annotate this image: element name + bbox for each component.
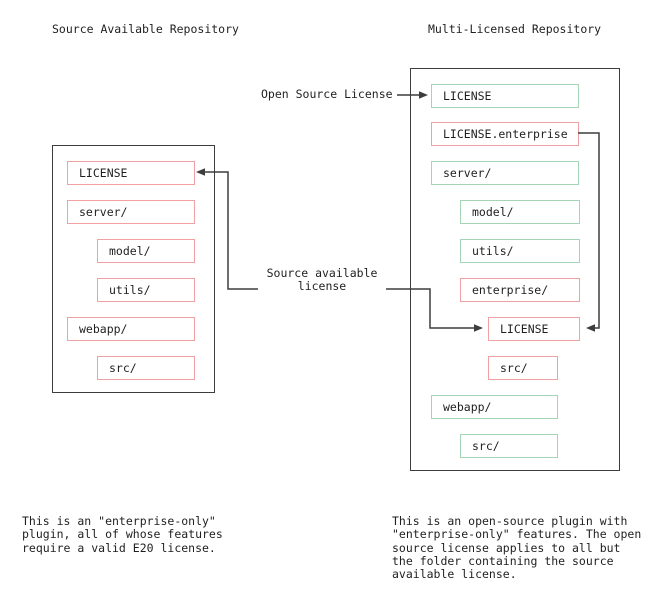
file-label: server/ (79, 205, 128, 219)
open-source-license-label: Open Source License (261, 87, 393, 101)
file-label: model/ (472, 205, 514, 219)
repo-item-utils: utils/ (97, 278, 195, 302)
source-available-license-label: Source available license (266, 266, 378, 293)
file-label: LICENSE (500, 322, 549, 336)
file-label: server/ (443, 166, 492, 180)
file-label: webapp/ (443, 400, 492, 414)
left-repo-note: This is an "enterprise-only" plugin, all… (22, 514, 223, 555)
repo-item-webapp: webapp/ (67, 317, 195, 341)
file-label: LICENSE.enterprise (443, 127, 568, 141)
repo-item-enterprise-src: src/ (488, 356, 558, 380)
file-label: src/ (109, 361, 137, 375)
repo-item-utils: utils/ (460, 239, 580, 263)
right-repo-note: This is an open-source plugin with "ente… (392, 514, 642, 582)
file-label: model/ (109, 244, 151, 258)
repo-item-webapp-src: src/ (460, 434, 558, 458)
repo-item-model: model/ (97, 239, 195, 263)
repo-item-src: src/ (97, 356, 195, 380)
source-available-repo-box: LICENSE server/ model/ utils/ webapp/ sr… (52, 145, 215, 393)
file-label: LICENSE (79, 166, 128, 180)
file-label: src/ (472, 439, 500, 453)
file-label: LICENSE (443, 89, 492, 103)
repo-item-server: server/ (67, 200, 195, 224)
repo-item-license: LICENSE (67, 161, 195, 185)
repo-item-webapp: webapp/ (431, 395, 558, 419)
repo-item-server: server/ (431, 161, 579, 185)
repo-item-license-enterprise: LICENSE.enterprise (431, 122, 579, 146)
repo-item-license-open: LICENSE (431, 84, 579, 108)
repo-item-license-source-available: LICENSE (488, 317, 580, 341)
file-label: webapp/ (79, 322, 128, 336)
file-label: enterprise/ (472, 283, 549, 297)
right-repo-title: Multi-Licensed Repository (428, 22, 602, 36)
multi-licensed-repo-box: LICENSE LICENSE.enterprise server/ model… (410, 68, 620, 471)
file-label: src/ (500, 361, 528, 375)
left-repo-title: Source Available Repository (52, 22, 239, 36)
repo-item-model: model/ (460, 200, 580, 224)
file-label: utils/ (109, 283, 151, 297)
file-label: utils/ (472, 244, 514, 258)
repo-item-enterprise: enterprise/ (460, 278, 580, 302)
